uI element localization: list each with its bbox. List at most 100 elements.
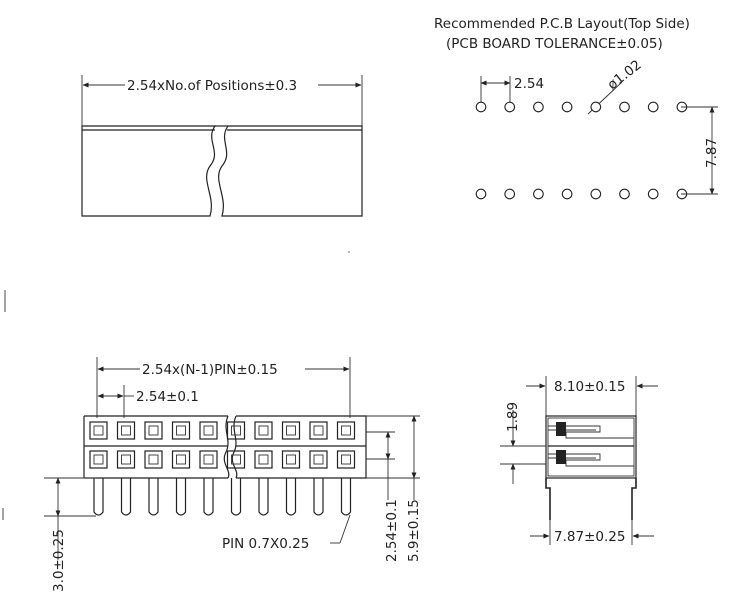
front-body <box>84 415 367 479</box>
hole-label: ø1.02 <box>605 57 645 93</box>
pcb-hole <box>533 101 544 113</box>
hole-grid <box>475 101 688 200</box>
contact-socket <box>231 425 241 436</box>
row-pitch-label: 2.54±0.1 <box>384 499 400 562</box>
contact-cell <box>116 450 136 469</box>
contact-socket <box>121 425 131 436</box>
side-body-inner <box>547 417 635 477</box>
contact-socket <box>341 425 351 436</box>
contact-cell <box>89 450 108 469</box>
contact-socket <box>258 454 269 465</box>
contact-cell <box>144 421 163 440</box>
contact-socket <box>176 425 186 436</box>
pcb-layout-subtitle: (PCB BOARD TOLERANCE±0.05) <box>446 36 663 52</box>
side-body <box>545 415 637 479</box>
contact-socket <box>231 454 241 465</box>
front-pitch-label: 2.54±0.1 <box>136 389 199 405</box>
contact-socket <box>313 454 324 465</box>
pin-array <box>93 478 352 516</box>
contact-socket <box>148 454 159 465</box>
pin <box>313 478 324 516</box>
contact-cell <box>226 421 246 440</box>
top-length-label: 2.54xNo.of Positions±0.3 <box>127 78 297 94</box>
pcb-hole <box>475 188 487 200</box>
pcb-hole <box>590 188 602 200</box>
pin <box>203 478 214 516</box>
contact-cell <box>171 421 191 440</box>
front-break-left <box>223 415 230 479</box>
contact-socket <box>341 454 351 465</box>
contact-cell <box>199 421 218 440</box>
contact-cell <box>309 421 328 440</box>
contact-socket <box>286 425 296 436</box>
pcb-hole <box>590 101 602 113</box>
front-view: 2.54x(N-1)PIN±0.15 2.54±0.1 PIN 0.7X0.25… <box>44 357 422 592</box>
pcb-hole <box>619 188 630 200</box>
front-break-right <box>231 415 238 479</box>
pcb-hole <box>619 101 630 113</box>
side-pin-right <box>631 478 637 520</box>
side-row-spacing-label: 7.87±0.25 <box>554 529 625 545</box>
side-contact-lower <box>548 453 634 467</box>
pin <box>258 478 269 516</box>
pin <box>340 478 352 516</box>
side-contact-block-lower <box>556 450 566 464</box>
contact-socket <box>313 425 324 436</box>
pcb-hole <box>647 188 659 200</box>
pcb-layout-title: Recommended P.C.B Layout(Top Side) <box>434 16 690 32</box>
contact-socket <box>203 454 214 465</box>
pitch-label: 2.54 <box>514 76 544 92</box>
pin <box>120 478 132 516</box>
contact-socket <box>258 425 269 436</box>
contact-socket <box>203 425 214 436</box>
side-contact-upper <box>548 425 634 439</box>
top-body-right <box>218 125 363 217</box>
contact-cell <box>226 450 246 469</box>
contact-socket <box>176 454 186 465</box>
front-length-label: 2.54x(N-1)PIN±0.15 <box>142 362 278 378</box>
pcb-hole <box>504 188 516 200</box>
side-width-label: 8.10±0.15 <box>554 379 625 395</box>
offset-label: 1.89 <box>505 402 521 432</box>
contact-cell <box>336 450 356 469</box>
contact-cell <box>309 450 328 469</box>
tail-label: 3.0±0.25 <box>51 529 67 592</box>
contact-socket <box>286 454 296 465</box>
pcb-layout-view: Recommended P.C.B Layout(Top Side) (PCB … <box>434 16 720 200</box>
contact-cell <box>171 450 191 469</box>
pin-label: PIN 0.7X0.25 <box>222 536 309 552</box>
pin <box>285 478 297 516</box>
contact-socket <box>93 425 104 436</box>
contact-cell <box>254 421 273 440</box>
contact-cell <box>336 421 356 440</box>
pin-leader <box>339 514 351 544</box>
side-contact-block-upper <box>556 422 566 436</box>
pin <box>93 478 104 516</box>
contact-cell <box>116 421 136 440</box>
contact-cell <box>89 421 108 440</box>
pcb-hole <box>647 101 659 113</box>
contact-socket <box>93 454 104 465</box>
height-label: 5.9±0.15 <box>406 499 422 562</box>
contact-cell <box>199 450 218 469</box>
contact-socket <box>148 425 159 436</box>
pcb-hole <box>504 101 516 113</box>
top-body-left <box>81 125 217 217</box>
pin <box>175 478 187 516</box>
pcb-hole <box>561 101 573 113</box>
contact-array <box>89 421 356 469</box>
stray-dot <box>348 251 350 253</box>
pcb-hole <box>475 101 487 113</box>
contact-cell <box>144 450 163 469</box>
row-spacing-label: 7.87 <box>704 138 720 168</box>
pin <box>148 478 159 516</box>
side-pin-left <box>545 478 551 520</box>
contact-socket <box>121 454 131 465</box>
contact-cell <box>281 421 301 440</box>
side-view: 8.10±0.15 1.89 7.87±0.25 <box>500 376 658 545</box>
pin <box>230 478 242 516</box>
contact-cell <box>281 450 301 469</box>
contact-cell <box>254 450 273 469</box>
top-view: 2.54xNo.of Positions±0.3 <box>81 75 363 217</box>
